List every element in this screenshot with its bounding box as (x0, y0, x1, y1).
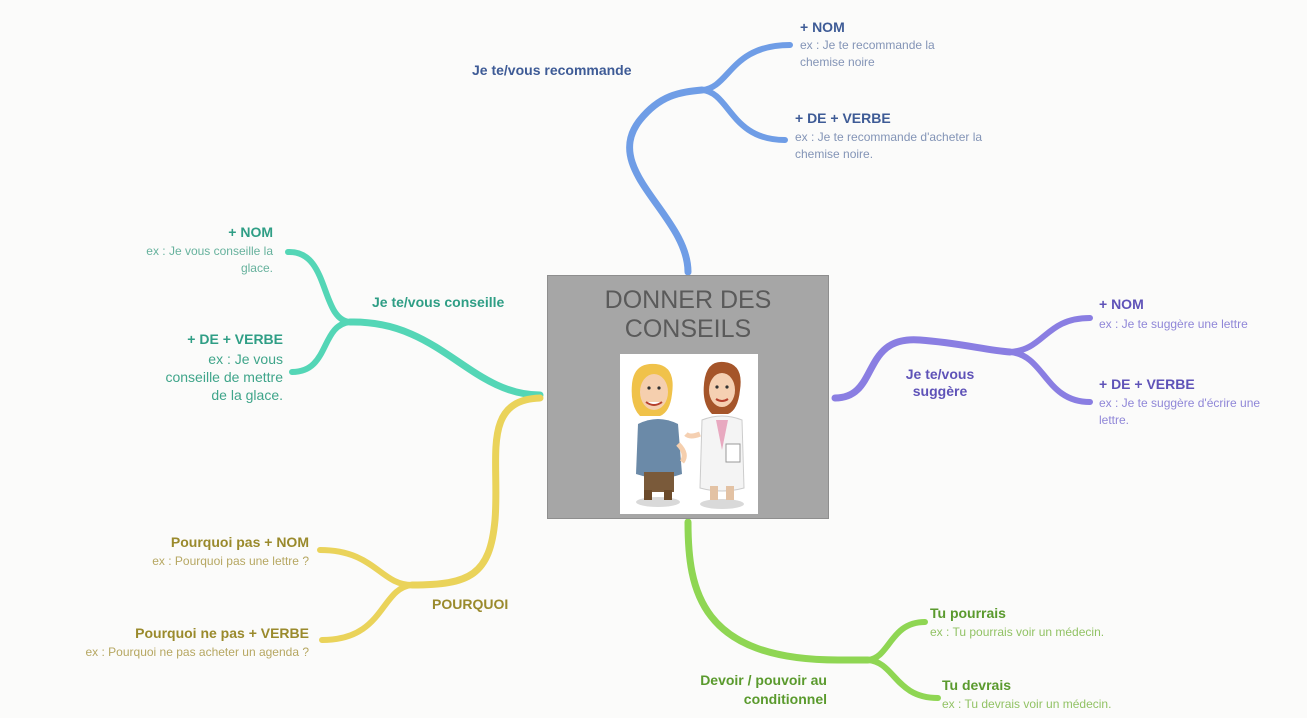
branch-devoir-trunk (684, 518, 872, 664)
branch-pourquoi-trunk (408, 394, 544, 589)
devoir-devrais-title: Tu devrais (942, 677, 1011, 693)
devoir-pourrais-title: Tu pourrais (930, 605, 1006, 621)
branch-devoir-devrais (865, 657, 941, 701)
devoir-pourrais-example: ex : Tu pourrais voir un médecin. (930, 625, 1105, 639)
suggere-verbe-title: + DE + VERBE (1099, 376, 1195, 392)
branch-recommande-nom (699, 42, 793, 93)
central-illustration (620, 354, 758, 514)
branch-suggere-trunk (831, 336, 1014, 402)
recommande-verbe-title: + DE + VERBE (795, 110, 891, 126)
central-title: DONNER DES CONSEILS (604, 286, 772, 343)
pourquoi-verbe-title: Pourquoi ne pas + VERBE (135, 625, 309, 641)
branch-label-conseille: Je te/vous conseille (372, 294, 505, 310)
branch-conseille-trunk (346, 318, 544, 399)
conseille-verbe-title: + DE + VERBE (187, 331, 283, 347)
branch-recommande-verbe (699, 87, 788, 143)
branch-label-devoir: Devoir / pouvoir au conditionnel (700, 672, 827, 707)
recommande-nom-example: ex : Je te recommande la chemise noire (800, 38, 935, 69)
branch-label-pourquoi: POURQUOI (432, 596, 509, 612)
branch-label-suggere: Je te/vous suggère (905, 366, 975, 399)
branch-conseille-verbe (289, 319, 353, 375)
suggere-nom-title: + NOM (1099, 296, 1144, 312)
branch-pourquoi-nom (317, 547, 415, 588)
pourquoi-nom-example: ex : Pourquoi pas une lettre ? (152, 554, 309, 568)
recommande-nom-title: + NOM (800, 19, 845, 35)
branch-recommande-trunk (626, 86, 706, 276)
branch-label-recommande: Je te/vous recommande (472, 62, 632, 78)
conseille-nom-title: + NOM (228, 224, 273, 240)
branch-suggere-verbe (1007, 349, 1093, 405)
branch-conseille-nom (285, 248, 353, 325)
conseille-nom-example: ex : Je vous conseille la glace. (146, 244, 273, 275)
two-women-talking-icon (620, 354, 758, 514)
suggere-nom-example: ex : Je te suggère une lettre (1099, 317, 1248, 331)
pourquoi-nom-title: Pourquoi pas + NOM (170, 534, 309, 550)
recommande-verbe-example: ex : Je te recommande d'acheter la chemi… (795, 130, 983, 161)
central-node: DONNER DES CONSEILS (547, 275, 829, 519)
branch-devoir-pourrais (865, 619, 928, 663)
pourquoi-verbe-example: ex : Pourquoi ne pas acheter un agenda ? (85, 645, 310, 659)
branch-suggere-nom (1007, 315, 1093, 355)
devoir-devrais-example: ex : Tu devrais voir un médecin. (942, 697, 1112, 711)
branch-pourquoi-verbe (319, 582, 415, 643)
conseille-verbe-example: ex : Je vous conseille de mettre de la g… (165, 351, 283, 403)
suggere-verbe-example: ex : Je te suggère d'écrire une lettre. (1099, 396, 1261, 427)
